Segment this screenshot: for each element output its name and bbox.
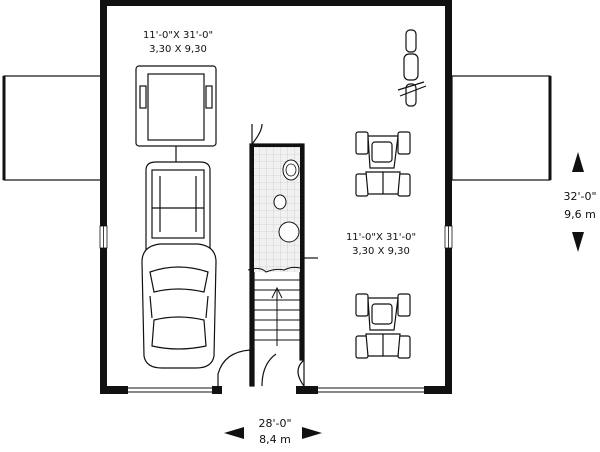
- motorcycle: [397, 29, 427, 107]
- width-metric: 8,4 m: [259, 433, 291, 446]
- garage-door-openings: [128, 387, 424, 393]
- staircase: [254, 279, 300, 346]
- left-carport: [2, 75, 103, 181]
- right-carport: [451, 75, 552, 181]
- width-imperial: 28'-0": [258, 417, 291, 430]
- atv-bottom: [355, 293, 411, 359]
- up-arrow-icon: [572, 152, 584, 172]
- right-bay-dims-imperial: 11'-0"X 31'-0": [346, 232, 416, 243]
- width-dimension: 28'-0" 8,4 m: [224, 417, 322, 446]
- sedan: [141, 243, 217, 369]
- left-arrow-icon: [224, 427, 244, 439]
- bathroom: [247, 147, 318, 273]
- depth-metric: 9,6 m: [564, 208, 596, 221]
- exterior-walls: [100, 0, 452, 394]
- atv-top: [355, 131, 411, 197]
- entry-door: [217, 349, 305, 388]
- left-bay-dims-imperial: 11'-0"X 31'-0": [143, 30, 213, 41]
- depth-imperial: 32'-0": [563, 190, 596, 203]
- left-bay-dims-metric: 3,30 X 9,30: [149, 44, 207, 55]
- trailer: [135, 65, 217, 162]
- right-arrow-icon: [302, 427, 322, 439]
- pickup-truck: [145, 161, 211, 255]
- right-bay-dims-metric: 3,30 X 9,30: [352, 246, 410, 257]
- down-arrow-icon: [572, 232, 584, 252]
- side-windows: [99, 225, 453, 249]
- depth-dimension: 32'-0" 9,6 m: [563, 152, 597, 252]
